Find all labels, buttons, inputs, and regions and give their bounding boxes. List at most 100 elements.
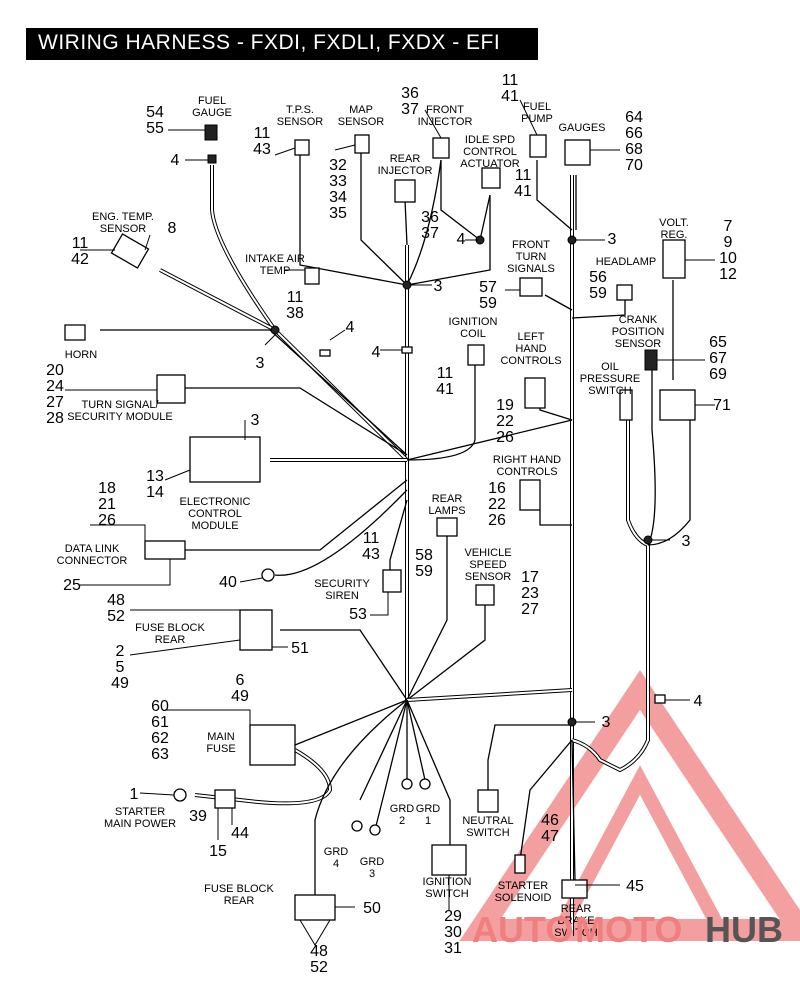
ref-n-71: 71 [713, 397, 731, 414]
fuel-gauge-connector [204, 124, 218, 141]
ref-n-53: 53 [349, 606, 367, 623]
crank-sensor-connector [644, 349, 658, 371]
ground-40-ring [261, 568, 275, 582]
label-eng-temp: ENG. TEMP.SENSOR [92, 211, 154, 235]
ref-n-15: 15 [209, 843, 227, 860]
label-volt-reg: VOLT.REG. [659, 217, 689, 241]
ref-n-4-fuel: 4 [171, 152, 180, 169]
ref-n-45: 45 [626, 878, 644, 895]
ref-n-1: 1 [130, 786, 139, 803]
leader-lines [65, 99, 715, 946]
ignition-coil-connector [467, 344, 485, 366]
fuse-block-rear-lower [294, 894, 336, 921]
rear-brake-switch [561, 879, 588, 899]
grd-2-ring [401, 778, 413, 790]
ref-n-44: 44 [231, 825, 249, 842]
ref-n-3-low: 3 [602, 714, 611, 731]
turn-signal-module [156, 374, 186, 404]
oil-pressure-switch [619, 389, 633, 421]
neutral-switch-connector [477, 789, 499, 813]
starter-boot [214, 789, 236, 809]
ref-n-51: 51 [291, 640, 309, 657]
label-horn: HORN [65, 349, 97, 361]
label-headlamp: HEADLAMP [596, 256, 657, 268]
fuse-block-rear-upper [239, 609, 273, 651]
volt-reg-connector [662, 239, 686, 279]
ref-n-4-horn: 4 [346, 319, 355, 336]
front-injector-body [432, 137, 450, 159]
ref-n-3-right: 3 [682, 533, 691, 550]
ref-n-3-horn: 3 [256, 355, 265, 372]
security-siren [382, 569, 402, 593]
ref-n-25: 25 [63, 577, 81, 594]
headlamp-connector [616, 284, 633, 301]
ref-n-39: 39 [189, 808, 207, 825]
component-71 [659, 389, 696, 421]
ref-n-4-right: 4 [694, 693, 703, 710]
grd-3-ring [369, 824, 381, 836]
ref-n-8: 8 [168, 220, 177, 237]
left-hand-connector [524, 377, 546, 409]
ref-n-40: 40 [219, 574, 237, 591]
ref-n-4-mid: 4 [372, 344, 381, 361]
components [64, 124, 696, 921]
ref-n-3-gauges: 3 [608, 231, 617, 248]
starter-main-ring [173, 788, 187, 802]
fuel-pump-connector [529, 134, 547, 158]
right-hand-connector [519, 479, 541, 511]
ecm-body [189, 436, 261, 483]
tps-connector [294, 139, 310, 156]
ref-n-50: 50 [363, 900, 381, 917]
main-fuse-block [249, 724, 296, 766]
map-connector [354, 134, 370, 154]
clips [207, 154, 666, 727]
rear-injector-body [394, 179, 416, 203]
watermark-text: AUTO MOTO HUB [472, 909, 783, 950]
data-link-connector [144, 540, 186, 560]
